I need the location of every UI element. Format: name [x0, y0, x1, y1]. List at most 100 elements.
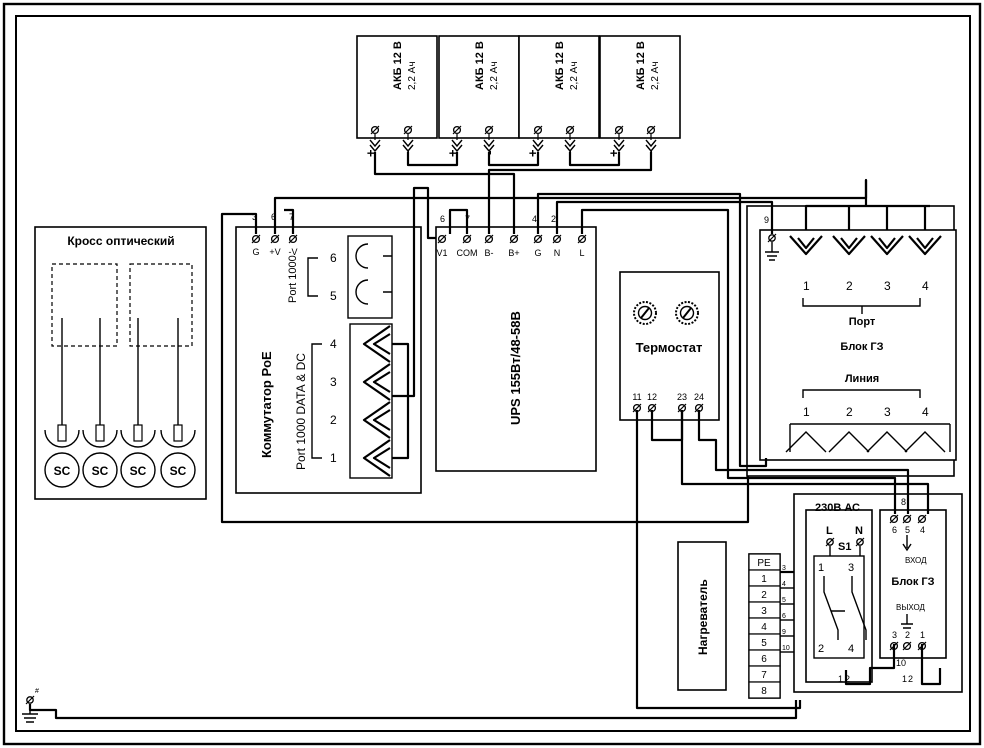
rj-port-3: [362, 401, 391, 439]
ups-terminal-label: COM: [457, 248, 478, 258]
ups-wire-number: 2: [551, 214, 556, 224]
ups-terminal-label: L: [579, 248, 584, 258]
gz-top-line-symbol-4: [904, 431, 946, 453]
power-pin-2: 2: [818, 643, 824, 655]
battery-label: АКБ 12 В: [474, 41, 486, 90]
gz-bottom-top-pin-4: [917, 514, 927, 524]
poe-rj-symbols: [362, 325, 391, 477]
thermostat-terminal-label: 24: [694, 392, 704, 402]
ups-terminal-label: B+: [508, 248, 519, 258]
battery-terminal-2: [403, 125, 413, 135]
pe-wire-number: 10: [782, 645, 790, 652]
cassette-2: [129, 263, 193, 347]
battery-terminal-5: [533, 125, 543, 135]
gz-top-port-number: 1: [803, 279, 810, 293]
battery-terminal-3: [452, 125, 462, 135]
gz-top-line-symbol-2: [828, 431, 870, 453]
pe-wire-number: 3: [782, 565, 786, 572]
series-link-2: [487, 152, 540, 167]
gz-bottom-top-pin-6: [889, 514, 899, 524]
battery-plus: +: [525, 149, 540, 157]
thermostat-title: Термостат: [636, 340, 703, 355]
gz-bottom-output: ВЫХОД: [896, 603, 926, 612]
pe-cell-label: 1: [761, 574, 767, 585]
gz-bottom-top-pin-label: 4: [920, 525, 925, 535]
battery-connector-7: [613, 139, 625, 153]
sc-ferrule-2: [95, 424, 105, 442]
sc-label-2: SC: [92, 464, 109, 478]
gz-top-port-symbol-2: [832, 235, 866, 256]
poe-data-port-1: 1: [330, 451, 337, 465]
poe-terminal-label: -V: [289, 247, 298, 257]
thermostat-terminal-label: 11: [632, 392, 641, 402]
sc-ferrule-3: [133, 424, 143, 442]
battery-connector-4: [483, 139, 495, 153]
battery-connector-8: [645, 139, 657, 153]
cassette-1: [51, 263, 118, 347]
sc-label-1: SC: [54, 464, 71, 478]
gz-top-title: Блок ГЗ: [840, 341, 883, 353]
rj-port-4: [362, 439, 391, 477]
poe-title: Коммутатор PoE: [259, 351, 274, 458]
poe-wire-number: 3: [252, 212, 257, 222]
gz-bottom-bottom-pin-label: 3: [892, 630, 897, 640]
sc-cup-3: [120, 429, 156, 448]
gz-bottom-bottom-pin-label: 1: [920, 630, 925, 640]
pe-cell-label: PE: [757, 558, 771, 569]
power-pin-3: 3: [848, 562, 854, 574]
power-l-label: L: [826, 525, 833, 537]
gz-top-port-symbol-4: [908, 235, 942, 256]
poe-data-port-2: 2: [330, 413, 337, 427]
gz-top-line-symbol-3: [866, 431, 908, 453]
ups-terminal-B+: [509, 234, 519, 244]
battery-label: АКБ 12 В: [554, 41, 566, 90]
pe-cell-label: 4: [761, 622, 767, 633]
gz-top-line-number: 2: [846, 405, 853, 419]
battery-bank: АКБ 12 В 2,2 Ач + - АКБ 12 В 2,2 Ач + - …: [356, 35, 681, 167]
battery-terminal-7: [614, 125, 624, 135]
gz-bottom-wire-10: 10: [896, 658, 906, 668]
gz-top-wire-9: 9: [764, 215, 769, 225]
power-n-label: N: [855, 525, 863, 537]
battery-capacity: 2,2 Ач: [407, 61, 418, 90]
ups-wire-number: 6: [440, 214, 445, 224]
battery-terminals: [369, 125, 657, 153]
ups-terminal-COM: [462, 234, 472, 244]
battery-capacity: 2,2 Ач: [489, 61, 500, 90]
battery-2: АКБ 12 В 2,2 Ач + -: [438, 35, 520, 157]
pe-wire-number: 9: [782, 629, 786, 636]
ups-terminal-G: [533, 234, 543, 244]
sc-ferrule-4: [173, 424, 183, 442]
sc-ring-4: [160, 452, 196, 488]
ups-terminal-B-: [484, 234, 494, 244]
battery-plus: +: [606, 149, 621, 157]
pe-cell-label: 7: [761, 670, 767, 681]
poe-wire-number: 7: [289, 212, 294, 222]
poe-uplink-port-6: 6: [330, 251, 337, 265]
power-title: 230В АС: [815, 502, 860, 514]
battery-3: АКБ 12 В 2,2 Ач + -: [518, 35, 600, 157]
gz-top-port-number: 4: [922, 279, 929, 293]
thermostat-terminal-label: 12: [647, 392, 657, 402]
optical-cross-title: Кросс оптический: [67, 234, 174, 248]
battery-connector-6: [564, 139, 576, 153]
pe-cell-label: 3: [761, 606, 767, 617]
battery-4: АКБ 12 В 2,2 Ач + -: [599, 35, 681, 157]
power-pin-4: 4: [848, 643, 854, 655]
pe-cell-label: 5: [761, 638, 767, 649]
power-bottom-1: 1: [838, 674, 843, 684]
battery-connector-3: [451, 139, 463, 153]
gz-top-line-number: 1: [803, 405, 810, 419]
poe-uplink-port-5: 5: [330, 289, 337, 303]
poe-terminal-G: [251, 234, 261, 244]
poe-terminals: G3+V6-V7: [251, 212, 298, 257]
pe-cell-label: 8: [761, 686, 767, 697]
gz-top-port-symbol-3: [870, 235, 904, 256]
pe-cell-label: 2: [761, 590, 767, 601]
